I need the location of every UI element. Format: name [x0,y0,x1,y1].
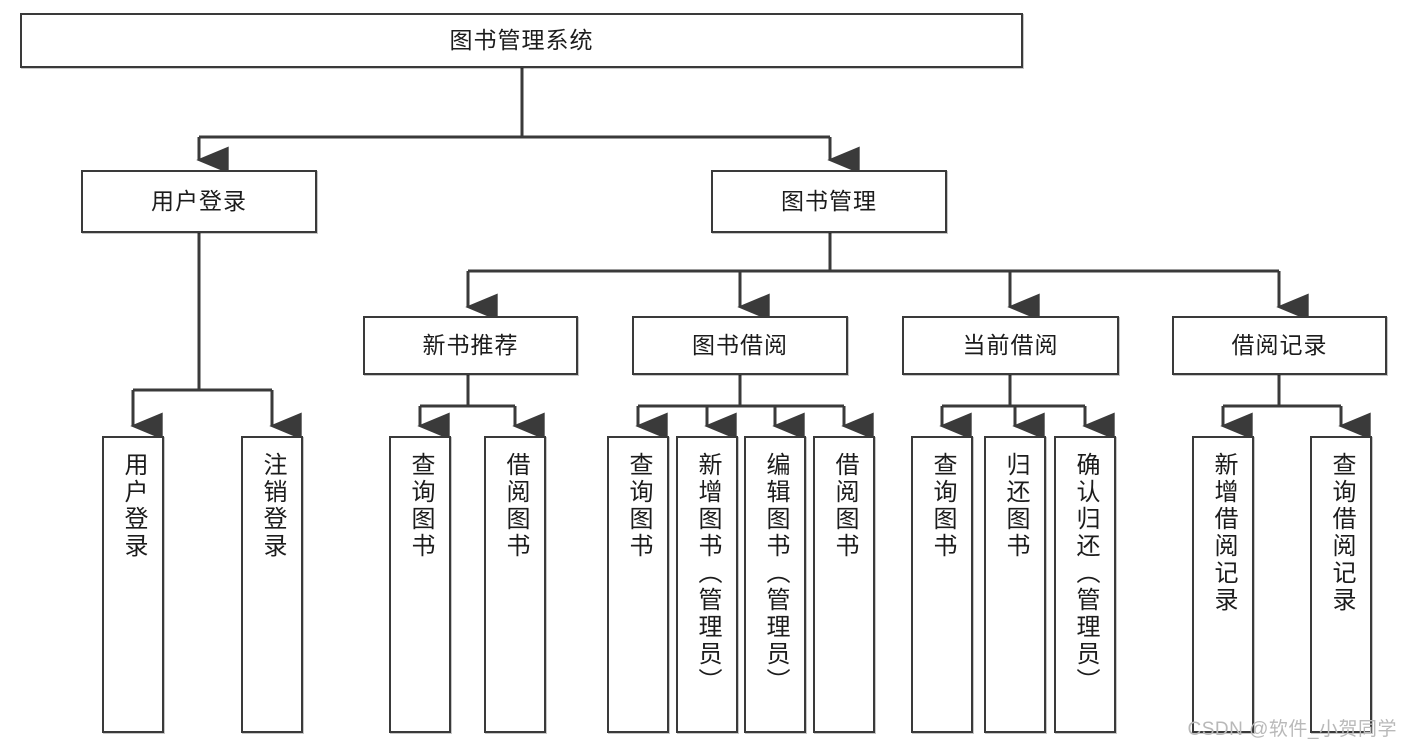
node-label: 查询借阅记录 [1328,452,1355,614]
node-label: 新增借阅记录 [1210,452,1237,614]
level3-node: 图书借阅 [632,316,848,375]
node-label: 借阅图书 [502,452,529,560]
leaf-node: 新增借阅记录 [1192,436,1254,733]
level2-node: 图书管理 [711,170,947,233]
leaf-node: 新增图书（管理员） [676,436,738,733]
node-label: 归还图书 [1002,452,1029,560]
level3-node: 借阅记录 [1172,316,1387,375]
leaf-node: 查询图书 [389,436,451,733]
csdn-watermark: CSDN @软件_小贺同学 [1187,719,1397,740]
node-label: 注销登录 [259,452,286,560]
leaf-node: 用户登录 [102,436,164,733]
node-label: 借阅记录 [1231,332,1328,359]
node-label: 查询图书 [929,452,956,560]
node-label: 图书借阅 [692,332,788,359]
node-label: 查询图书 [407,452,434,560]
node-label: 查询图书 [625,452,652,560]
node-label: 用户登录 [151,188,247,215]
node-label: 图书管理系统 [449,27,594,54]
node-label: 新增图书（管理员） [694,452,721,695]
leaf-node: 查询借阅记录 [1310,436,1372,733]
leaf-node: 确认归还（管理员） [1054,436,1116,733]
leaf-node: 借阅图书 [484,436,546,733]
node-label: 图书管理 [781,188,877,215]
node-label: 编辑图书（管理员） [762,452,789,695]
leaf-node: 查询图书 [911,436,973,733]
node-label: 新书推荐 [422,332,519,359]
leaf-node: 借阅图书 [813,436,875,733]
node-label: 当前借阅 [962,332,1059,359]
level3-node: 当前借阅 [902,316,1119,375]
node-label: 确认归还（管理员） [1072,452,1099,695]
node-label: 借阅图书 [831,452,858,560]
leaf-node: 归还图书 [984,436,1046,733]
root-node: 图书管理系统 [20,13,1023,68]
level3-node: 新书推荐 [363,316,578,375]
level2-node: 用户登录 [81,170,317,233]
leaf-node: 编辑图书（管理员） [744,436,806,733]
node-label: 用户登录 [120,452,147,560]
leaf-node: 注销登录 [241,436,303,733]
leaf-node: 查询图书 [607,436,669,733]
